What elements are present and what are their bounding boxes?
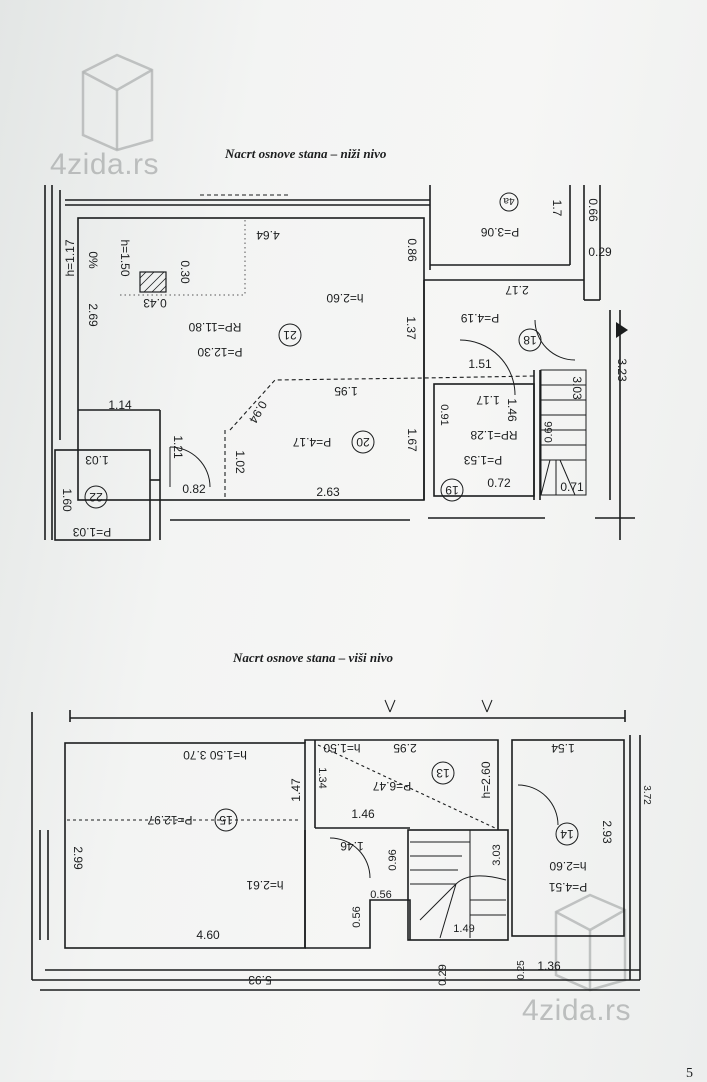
dim-label: 1.95 bbox=[334, 384, 358, 398]
upper-stair bbox=[410, 830, 507, 939]
dim-label: 0.25 bbox=[516, 960, 527, 980]
dim-label: 2.69 bbox=[86, 303, 100, 327]
dim-label: 0.72 bbox=[487, 476, 511, 490]
dim-label: 0.71 bbox=[560, 480, 584, 494]
dim-label: 1.46 bbox=[505, 398, 519, 422]
dim-label: 1.36 bbox=[537, 959, 561, 973]
dim-label: 1.67 bbox=[405, 428, 419, 452]
dim-label: 1.46 bbox=[340, 839, 364, 853]
dim-label: 0.96 bbox=[387, 849, 399, 870]
dim-label: 1.02 bbox=[233, 450, 247, 474]
dim-label: 1.37 bbox=[404, 316, 418, 340]
room-13-area: P=6.47 bbox=[372, 779, 411, 793]
room-19-area: P=1.53 bbox=[463, 453, 502, 467]
dim-label: 2.99 bbox=[71, 846, 85, 870]
dim-label: 0.91 bbox=[438, 404, 450, 425]
dim-label: 1.17 bbox=[476, 393, 500, 407]
dim-label: 1.51 bbox=[468, 357, 492, 371]
dim-label: 0.56 bbox=[351, 906, 363, 927]
dim-label: 1.46 bbox=[351, 807, 375, 821]
arrow-marker bbox=[616, 322, 628, 338]
room-22-number: 22 bbox=[89, 490, 103, 504]
room-21-height-low: h=1.50 bbox=[118, 239, 132, 276]
room-15-height-low: h=1.50 3.70 bbox=[183, 748, 247, 762]
dim-label: 0.94 bbox=[246, 398, 270, 426]
upper-level-heading: Nacrt osnove stana – viši nivo bbox=[233, 650, 393, 665]
room-21-area: P=12.30 bbox=[197, 345, 242, 359]
dim-label: 0.43 bbox=[143, 296, 167, 310]
page-number: 5 bbox=[686, 1066, 693, 1081]
room-14-number: 14 bbox=[560, 827, 574, 841]
dim-label: 1.7 bbox=[550, 200, 564, 217]
dim-label: 1.14 bbox=[108, 398, 132, 412]
dim-label: 2.93 bbox=[600, 820, 614, 844]
dim-label: 4.64 bbox=[256, 228, 280, 242]
dim-label: 0.86 bbox=[405, 238, 419, 262]
dim-label: 2.95 bbox=[393, 741, 417, 755]
room-14-area: P=4.51 bbox=[548, 880, 587, 894]
room-15-area: P=12.97 bbox=[147, 813, 192, 827]
dim-label: 1.21 bbox=[171, 435, 185, 459]
lower-plan-doors bbox=[169, 319, 576, 488]
room-18-area: P=4.19 bbox=[460, 311, 499, 325]
dim-label: 0.30 bbox=[178, 260, 192, 284]
dim-label: 0% bbox=[86, 251, 100, 269]
room-19-usable-area: RP=1.28 bbox=[470, 428, 517, 442]
room-13-height: h=1.50 bbox=[323, 741, 360, 755]
room-4a-area: P=3.06 bbox=[480, 225, 519, 239]
dim-label: 1.60 bbox=[60, 488, 74, 512]
room-21-height: h=2.60 bbox=[326, 291, 363, 305]
dim-label: 0.29 bbox=[588, 245, 612, 259]
watermark-text-bottom: 4zida.rs bbox=[522, 994, 632, 1027]
dim-label: 1.49 bbox=[453, 923, 474, 935]
dim-label: 0.82 bbox=[182, 482, 206, 496]
room-15-height: h=2.61 bbox=[246, 878, 283, 892]
dim-label: 2.17 bbox=[505, 283, 529, 297]
dim-label: 3.03 bbox=[570, 376, 584, 400]
dim-label: 4.60 bbox=[196, 928, 220, 942]
dim-label: 3.03 bbox=[491, 844, 503, 865]
dim-label: 3.23 bbox=[615, 358, 629, 382]
dim-label: 1.03 bbox=[85, 453, 109, 467]
room-20-area: P=4.17 bbox=[292, 435, 331, 449]
dim-label: 1.34 bbox=[316, 767, 328, 788]
dim-label: 1.47 bbox=[289, 778, 303, 802]
dim-label: 2.63 bbox=[316, 485, 340, 499]
room-14-height: h=2.60 bbox=[549, 859, 586, 873]
room-21-usable-area: RP=11.80 bbox=[188, 320, 241, 334]
room-18-number: 18 bbox=[523, 333, 537, 347]
lower-stair bbox=[540, 369, 587, 496]
watermark-logo-bottom bbox=[554, 893, 627, 992]
dim-label: 5.93 bbox=[248, 973, 272, 987]
watermark-text-top: 4zida.rs bbox=[50, 148, 160, 181]
dim-label: 0.29 bbox=[437, 964, 449, 985]
lower-plan-dotted bbox=[120, 220, 246, 296]
dim-label: 1.54 bbox=[551, 741, 575, 755]
dim-label: h=1.17 bbox=[63, 239, 77, 276]
room-21-number: 21 bbox=[283, 328, 297, 342]
dim-label: 0.66 bbox=[543, 421, 555, 442]
upper-plan-doors bbox=[329, 699, 559, 879]
room-4a-number: 4a bbox=[503, 195, 515, 206]
room-15-number: 15 bbox=[219, 813, 233, 827]
lower-level-heading: Nacrt osnove stana – niži nivo bbox=[225, 146, 387, 161]
lower-plan-dashed bbox=[200, 194, 535, 500]
dim-label: 3.72 bbox=[641, 785, 652, 805]
room-19-number: 19 bbox=[445, 483, 459, 497]
lower-plan-walls bbox=[44, 185, 635, 541]
upper-plan-dashed bbox=[67, 744, 496, 829]
upper-plan-walls bbox=[31, 710, 641, 991]
room-22-area: P=1.03 bbox=[72, 525, 111, 539]
room-20-number: 20 bbox=[356, 435, 370, 449]
dim-label: 0.66 bbox=[586, 198, 600, 222]
watermark-logo-top bbox=[81, 53, 154, 152]
dim-label: 0.56 bbox=[370, 889, 391, 901]
room-13-number: 13 bbox=[436, 766, 450, 780]
column-hatch bbox=[139, 271, 167, 293]
room-13-height-high: h=2.60 bbox=[479, 761, 493, 798]
